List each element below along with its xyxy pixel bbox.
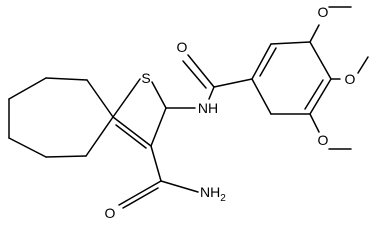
bond: [208, 86, 215, 100]
bond: [150, 107, 167, 147]
bond: [8, 137, 47, 158]
methoxy-oxygen-label-2: O: [345, 71, 356, 87]
carboxamide-oxygen-label: O: [105, 205, 116, 221]
bond: [45, 77, 88, 81]
bond: [112, 116, 152, 147]
bond: [309, 113, 320, 133]
methoxy-oxygen-label-3: O: [318, 132, 329, 148]
bond: [182, 60, 207, 89]
bond: [213, 78, 253, 88]
bond: [160, 180, 199, 193]
amine-nh-text: NH: [200, 184, 220, 200]
bond: [251, 43, 272, 80]
bond: [151, 81, 167, 109]
bond: [8, 77, 47, 100]
amine-nh2-label: NH2: [200, 184, 226, 204]
bond: [187, 54, 215, 88]
structure-canvas: S O NH O O O NH2 O: [8, 4, 369, 221]
bond-layer: [8, 6, 369, 209]
bond: [357, 56, 369, 74]
atom-label-layer: S O NH O O O NH2 O: [105, 4, 356, 221]
methoxy-oxygen-label-1: O: [318, 4, 329, 20]
molecule-structure-diagram: S O NH O O O NH2 O: [8, 4, 369, 221]
bond: [45, 155, 87, 158]
bond: [309, 41, 332, 80]
bond: [309, 24, 320, 43]
bond: [122, 187, 159, 209]
bond: [251, 78, 272, 115]
bond: [86, 79, 114, 118]
bond: [112, 78, 141, 118]
carbonyl-oxygen-label: O: [177, 39, 188, 55]
bond: [259, 47, 277, 77]
sulfur-atom-label: S: [141, 70, 150, 86]
bond: [309, 78, 332, 115]
bond: [270, 41, 311, 45]
amine-subscript-2: 2: [220, 193, 226, 204]
bond: [115, 124, 147, 149]
bond: [118, 180, 162, 206]
amide-nh-label: NH: [198, 100, 218, 116]
bond: [304, 79, 324, 110]
bond: [85, 116, 114, 157]
bond: [150, 145, 162, 182]
